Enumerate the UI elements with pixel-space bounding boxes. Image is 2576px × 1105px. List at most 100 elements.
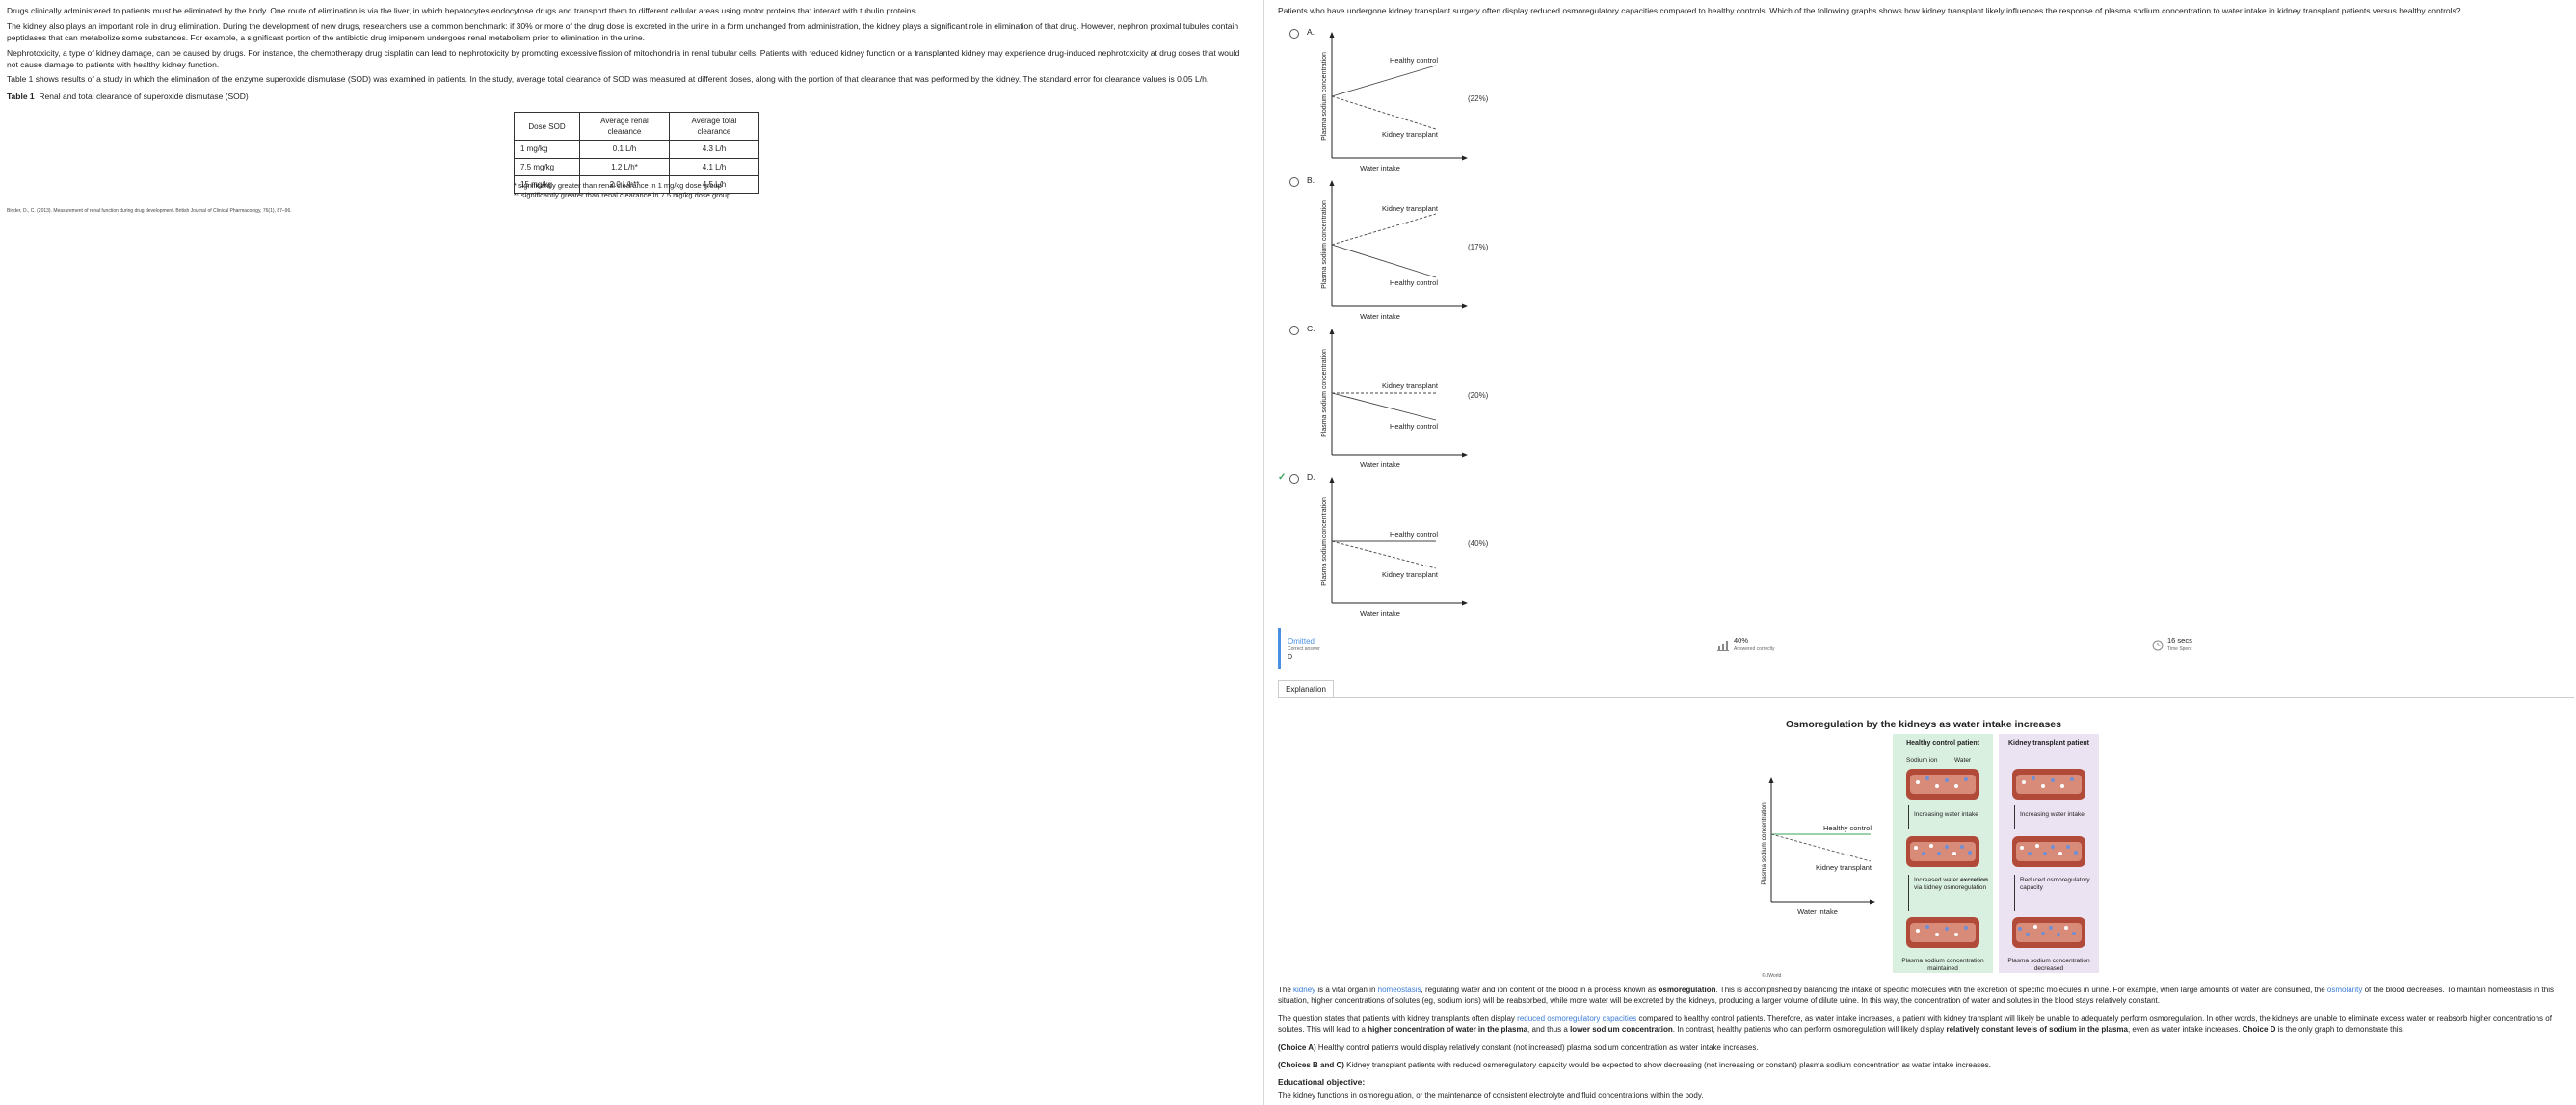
table-cell: 4.5 L/h: [669, 174, 759, 194]
transplant-step-2: Reduced osmoregulatory capacity: [2020, 877, 2090, 891]
y-axis-label: Plasma sodium concentration: [1761, 802, 1767, 885]
text-span: . This is accomplished by balancing the …: [1715, 986, 2327, 994]
choice-d-radio[interactable]: [1289, 474, 1299, 484]
uworld-watermark: ©UWorld: [1762, 973, 1782, 979]
choice-a-percent: (22%): [1468, 94, 1489, 103]
choice-c[interactable]: C. Kidney transplant Healthy control Pla…: [1278, 324, 1567, 469]
choice-a-radio[interactable]: [1289, 29, 1299, 39]
top-line-label: Kidney transplant: [1382, 204, 1439, 213]
bottom-line-label: Healthy control: [1390, 422, 1438, 431]
homeostasis-link[interactable]: homeostasis: [1377, 986, 1421, 994]
y-axis-label: Plasma sodium concentration: [1321, 52, 1328, 141]
y-axis-label: Plasma sodium concentration: [1321, 497, 1328, 586]
bottom-line-label: Kidney transplant: [1382, 570, 1439, 579]
correct-answer-value: D: [1288, 654, 1293, 662]
healthy-control-line: [1331, 392, 1437, 421]
table-caption: Table 1 Renal and total clearance of sup…: [7, 92, 249, 103]
transplant-result: Plasma sodium concentration decreased: [2007, 958, 2090, 972]
percent-correct: 40% Answered correctly: [1734, 636, 1775, 653]
healthy-cells-2: [1906, 836, 1979, 867]
text-span: Kidney transplant patients with reduced …: [1343, 1061, 1991, 1069]
question-stem: Patients who have undergone kidney trans…: [1278, 6, 2461, 15]
table-cell: 4.3 L/h: [669, 140, 759, 159]
text-span: , and thus a: [1527, 1025, 1571, 1035]
choice-d-percent: (40%): [1468, 539, 1489, 548]
y-axis-label: Plasma sodium concentration: [1321, 349, 1328, 437]
table-cell: 15 mg/kg: [514, 174, 580, 194]
choice-d-graph: Healthy control Kidney transplant Plasma…: [1321, 477, 1468, 618]
kidney-transplant-line: [1770, 833, 1872, 862]
choice-d[interactable]: ✓ D. Healthy control Kidney transplant P…: [1278, 472, 1567, 618]
clock-icon: [2152, 640, 2164, 656]
y-axis-label: Plasma sodium concentration: [1321, 200, 1328, 289]
legend-water: Water: [1954, 757, 1972, 764]
text-span: , regulating water and ion content of th…: [1421, 986, 1659, 994]
text-span: The question states that patients with k…: [1278, 1014, 1518, 1023]
bold-span: Choice D: [2242, 1025, 2276, 1035]
x-axis-label: Water intake: [1360, 312, 1400, 321]
explanation-paragraph-2: The question states that patients with k…: [1278, 1013, 2569, 1035]
table-header: Average renal clearance: [579, 111, 670, 142]
down-arrow: [1908, 805, 1909, 829]
table-cell: 7.5 mg/kg: [514, 157, 580, 176]
passage-paragraph-4: Table 1 shows results of a study in whic…: [7, 74, 1209, 84]
educational-objective-text: The kidney functions in osmoregulation, …: [1278, 1092, 1704, 1100]
text-span: . In contrast, healthy patients who can …: [1672, 1025, 1947, 1035]
table-title: Renal and total clearance of superoxide …: [39, 92, 249, 101]
footnote-2: ** significantly greater than renal clea…: [514, 190, 731, 199]
choice-d-letter: D.: [1307, 472, 1315, 482]
healthy-control-line: [1331, 244, 1437, 278]
transplant-step-1: Increasing water intake: [2020, 811, 2085, 818]
healthy-step-2-part: via kidney osmoregulation: [1914, 883, 1987, 891]
choice-c-letter: C.: [1307, 324, 1315, 333]
tab-underline: [1278, 697, 2574, 698]
choice-c-radio[interactable]: [1289, 326, 1299, 335]
percent-label: Answered correctly: [1734, 645, 1775, 652]
table-cell: 1 mg/kg: [514, 140, 580, 159]
passage-pane: Drugs clinically administered to patient…: [0, 0, 1262, 1105]
healthy-panel-title: Healthy control patient: [1906, 740, 1979, 747]
pane-divider[interactable]: [1263, 0, 1264, 1105]
x-axis-label: Water intake: [1797, 908, 1838, 916]
table-cell: 0.1 L/h: [579, 140, 670, 159]
choice-b-letter: B.: [1307, 175, 1315, 185]
table-cell: 1.2 L/h*: [579, 157, 670, 176]
time-label: Time Spent: [2167, 645, 2192, 652]
status-omitted: Omitted Correct answer D: [1288, 636, 1320, 663]
text-span: , even as water intake increases.: [2127, 1025, 2243, 1035]
healthy-step-1: Increasing water intake: [1914, 811, 1978, 818]
bottom-line-label: Healthy control: [1390, 278, 1438, 287]
top-line-label: Healthy control: [1823, 824, 1872, 832]
choice-a-label: (Choice A): [1278, 1043, 1316, 1052]
legend-sodium-ion: Sodium ion: [1906, 757, 1938, 764]
citation: Binder, D., C. (2013). Measurement of re…: [7, 208, 292, 214]
osmoregulatory-capacities-link[interactable]: reduced osmoregulatory capacities: [1517, 1014, 1637, 1023]
text-span: is the only graph to demonstrate this.: [2275, 1025, 2404, 1035]
transplant-cells-3: [2012, 917, 2085, 948]
bold-span: osmoregulation: [1658, 986, 1716, 994]
sod-table: Dose SOD Average renal clearance Average…: [514, 111, 759, 194]
bold-span: higher concentration of water in the pla…: [1368, 1025, 1528, 1035]
educational-objective-title: Educational objective:: [1278, 1077, 1366, 1087]
explanation-paragraph-1: The kidney is a vital organ in homeostas…: [1278, 985, 2569, 1006]
passage-paragraph-2: The kidney also plays an important role …: [7, 21, 1239, 42]
answer-stats-bar: Omitted Correct answer D 40% Answered co…: [1278, 628, 2576, 669]
choice-b[interactable]: B. Kidney transplant Healthy control Pla…: [1278, 175, 1567, 321]
kidney-link[interactable]: kidney: [1293, 986, 1316, 994]
osmolarity-link[interactable]: osmolarity: [2326, 986, 2363, 994]
text-span: compared to healthy control patients. Th…: [1278, 1014, 2552, 1035]
x-axis-arrow: [1462, 452, 1468, 458]
choice-a[interactable]: A. Healthy control Kidney transplant Pla…: [1278, 27, 1567, 172]
x-axis-label: Water intake: [1360, 609, 1400, 618]
choice-b-radio[interactable]: [1289, 177, 1299, 187]
passage-paragraph-1: Drugs clinically administered to patient…: [7, 6, 918, 15]
healthy-control-line: [1331, 65, 1437, 97]
table-row: 1 mg/kg 0.1 L/h 4.3 L/h: [514, 140, 759, 159]
tab-explanation[interactable]: Explanation: [1278, 680, 1334, 698]
choice-c-percent: (20%): [1468, 391, 1489, 400]
status-label: Omitted: [1288, 637, 1315, 645]
kidney-transplant-line: [1331, 213, 1437, 246]
text-span: The: [1278, 986, 1294, 994]
percent-value: 40%: [1734, 636, 1749, 645]
kidney-transplant-line: [1331, 95, 1437, 130]
